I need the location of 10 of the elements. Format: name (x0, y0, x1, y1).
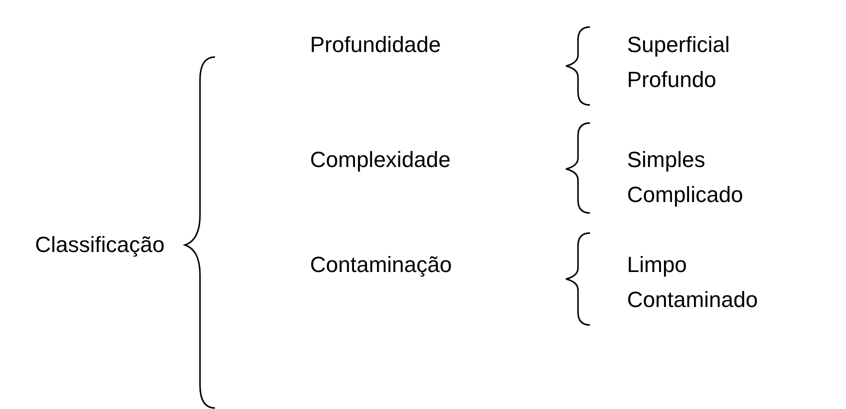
category-label: Simples (627, 147, 706, 173)
category-label: Superficial (627, 32, 730, 58)
category-title: Classificação (35, 232, 165, 258)
category-label: Complexidade (310, 147, 451, 173)
category-label: Contaminado (627, 287, 758, 313)
category-label: Profundo (627, 67, 716, 93)
category-label: Profundidade (310, 32, 441, 58)
category-label: Complicado (627, 182, 744, 208)
category-label: Limpo (627, 252, 687, 278)
category-label: Contaminação (310, 252, 452, 278)
